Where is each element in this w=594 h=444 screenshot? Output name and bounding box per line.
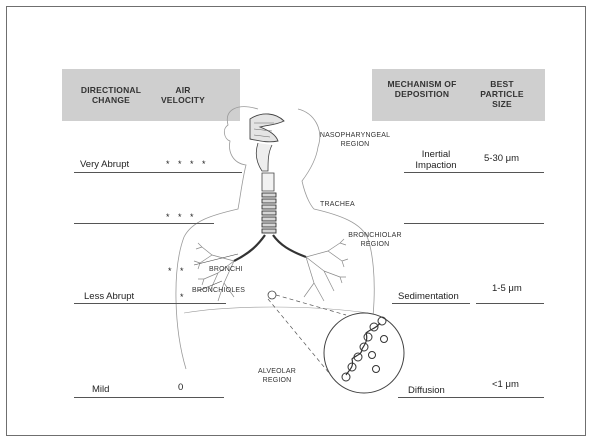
row3-velocity: * * [168, 266, 187, 276]
row1-size: 5-30 μm [484, 153, 519, 164]
row1-mechanism: Inertial Impaction [408, 149, 464, 171]
row5-right-rule [398, 397, 544, 398]
row5-size: <1 μm [492, 379, 519, 390]
label-nasopharyngeal: NASOPHARYNGEAL REGION [312, 131, 398, 149]
row1-velocity: * * * * [166, 159, 209, 169]
row4-size: 1-5 μm [492, 283, 522, 294]
row5-mechanism: Diffusion [408, 385, 445, 396]
row2-right-rule [404, 223, 544, 224]
row5-velocity: 0 [178, 382, 183, 393]
label-bronchioles: BRONCHIOLES [192, 287, 245, 294]
label-trachea: TRACHEA [320, 201, 355, 208]
row5-left-rule [74, 397, 224, 398]
row4-mechanism: Sedimentation [398, 291, 459, 302]
label-bronchiolar: BRONCHIOLAR REGION [344, 231, 406, 249]
row4-mid-rule [392, 303, 470, 304]
row4-velocity: * [180, 292, 187, 302]
row2-left-rule [74, 223, 214, 224]
respiratory-deposition-figure: DIRECTIONAL CHANGE AIR VELOCITY MECHANIS… [62, 69, 545, 407]
row5-change: Mild [92, 384, 109, 395]
row4-change: Less Abrupt [84, 291, 134, 302]
row1-right-rule [404, 172, 544, 173]
row1-left-rule [74, 172, 242, 173]
label-alveolar: ALVEOLAR REGION [252, 367, 302, 385]
respiratory-tract-drawing [62, 69, 545, 407]
row4-right-rule [476, 303, 544, 304]
label-bronchi: BRONCHI [209, 266, 243, 273]
slide-frame: DIRECTIONAL CHANGE AIR VELOCITY MECHANIS… [6, 6, 586, 436]
row4-left-rule [74, 303, 226, 304]
row2-velocity: * * * [166, 212, 197, 222]
row1-change: Very Abrupt [80, 159, 129, 170]
